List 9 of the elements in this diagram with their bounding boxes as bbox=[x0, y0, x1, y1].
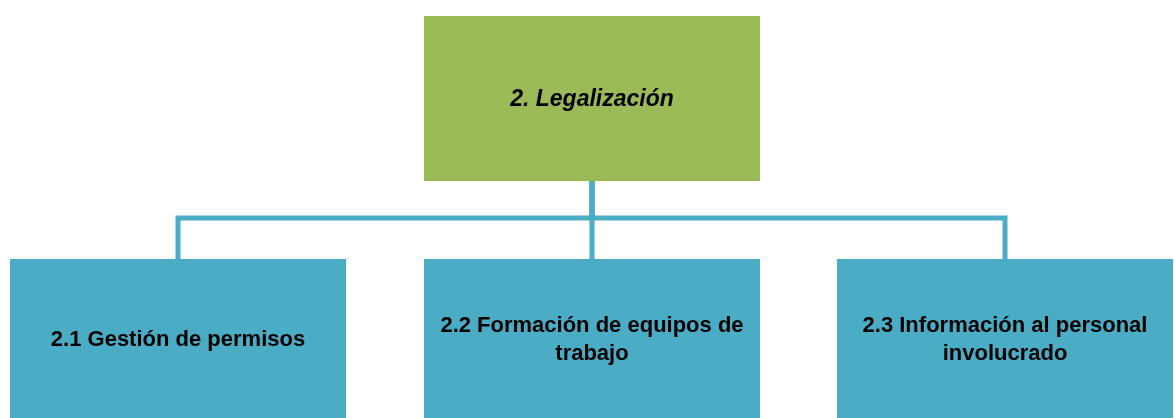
process-box bbox=[424, 259, 760, 418]
connector-line bbox=[589, 181, 1008, 259]
process-box bbox=[10, 259, 346, 418]
box-label: 2.2 Formación de equipos de trabajo bbox=[439, 311, 745, 366]
box-label: 2.1 Gestión de permisos bbox=[49, 324, 307, 353]
box-label: 2.3 Información al personal involucrado bbox=[861, 311, 1149, 366]
process-box bbox=[837, 259, 1173, 418]
process-box bbox=[424, 16, 760, 181]
box-label: 2. Legalización bbox=[509, 84, 675, 113]
